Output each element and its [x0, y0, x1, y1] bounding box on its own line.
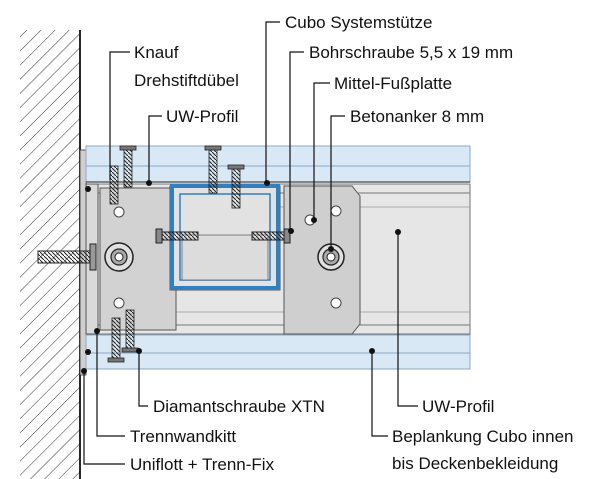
label-uw-profil-right: UW-Profil: [422, 397, 494, 416]
label-cubo-systemstuetze: Cubo Systemstütze: [285, 13, 432, 32]
label-knauf: Knauf: [134, 43, 179, 62]
upper-boards: [85, 145, 471, 183]
label-beplankung-line2: bis Deckenbekleidung: [392, 454, 558, 473]
foot-plate-left: [99, 187, 177, 331]
label-beplankung-line1: Beplankung Cubo innen: [392, 427, 573, 446]
label-mittel-fussplatte: Mittel-Fußplatte: [334, 74, 452, 93]
leader-lines: [83, 21, 418, 465]
screws-top: [109, 145, 245, 209]
label-betonanker: Betonanker 8 mm: [350, 107, 484, 126]
concrete-anchor-right: [317, 243, 345, 271]
label-diamantschraube: Diamantschraube XTN: [153, 397, 325, 416]
label-uw-profil-top: UW-Profil: [166, 107, 238, 126]
label-drehstiftduebel: Drehstiftdübel: [134, 71, 239, 90]
screws-bottom: [107, 309, 139, 363]
label-trennwandkitt: Trennwandkitt: [130, 427, 236, 446]
post-bolts: [155, 228, 291, 244]
concrete-anchor-left: [104, 242, 134, 272]
rotating-dowel: [37, 243, 97, 271]
label-bohrschraube: Bohrschraube 5,5 x 19 mm: [309, 43, 513, 62]
lower-boards: [85, 334, 471, 370]
label-uniflott: Uniflott + Trenn-Fix: [130, 455, 275, 474]
